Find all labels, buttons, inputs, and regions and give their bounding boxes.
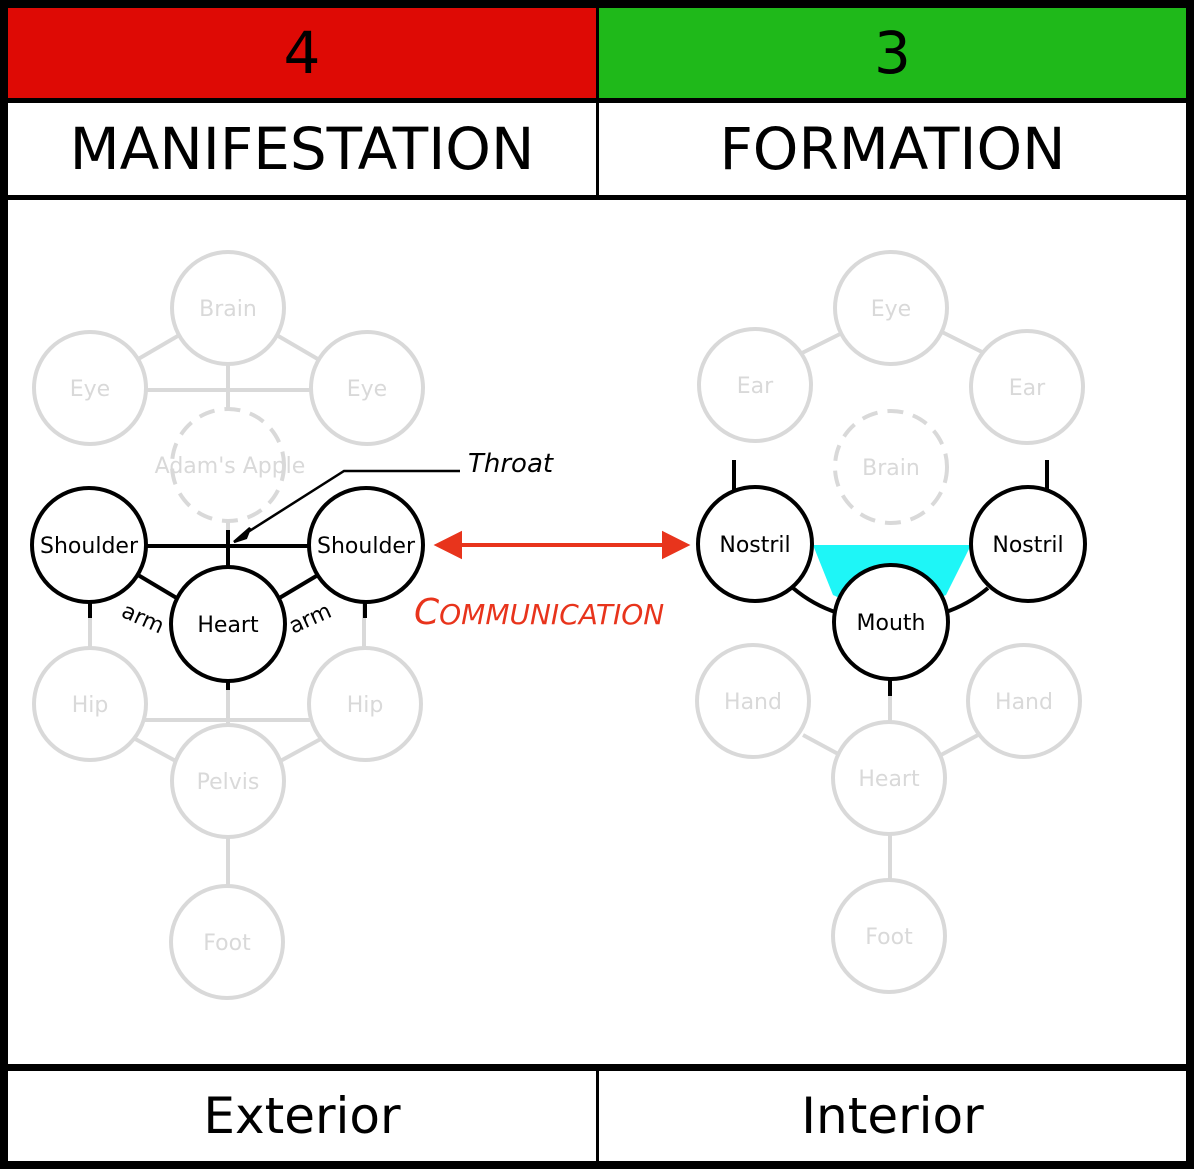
throat-pointer xyxy=(233,469,460,544)
node-hand-left xyxy=(695,643,811,759)
node-pelvis xyxy=(170,723,286,839)
label-foot-left: Foot xyxy=(203,931,251,956)
node-heart-right xyxy=(831,720,947,836)
label-shoulder-left: Shoulder xyxy=(40,534,139,559)
left-footer-label: Exterior xyxy=(8,1071,596,1161)
label-adams-apple: Adam's Apple xyxy=(155,454,306,479)
communication-connector: COMMUNICATION xyxy=(414,530,691,633)
label-heart-left: Heart xyxy=(197,613,259,638)
right-faded-nodes xyxy=(695,250,1085,994)
node-brain-right xyxy=(833,409,949,525)
diagram-canvas: Brain Eye Eye Adam's Apple Hip Hip Pelvi… xyxy=(8,200,1186,1064)
node-adams-apple xyxy=(170,407,286,523)
label-nostril-right: Nostril xyxy=(992,533,1063,558)
label-hand-left: Hand xyxy=(724,690,782,715)
node-nostril-right xyxy=(969,485,1087,603)
right-active-nodes xyxy=(696,485,1087,681)
label-ear-left: Ear xyxy=(737,374,774,399)
label-nostril-left: Nostril xyxy=(719,533,790,558)
left-title-header: MANIFESTATION xyxy=(8,103,596,195)
node-heart-left xyxy=(169,565,287,683)
label-eye-top: Eye xyxy=(871,297,911,322)
node-foot-right xyxy=(831,878,947,994)
node-eye-top xyxy=(833,250,949,366)
right-number-header: 3 xyxy=(599,8,1186,98)
label-arm-left: arm xyxy=(118,599,168,640)
node-foot-left xyxy=(169,884,285,1000)
right-footer-label: Interior xyxy=(599,1071,1186,1161)
node-shoulder-left xyxy=(30,486,148,604)
left-number-header: 4 xyxy=(8,8,596,98)
arrowhead-right xyxy=(662,530,691,560)
label-hip-left: Hip xyxy=(72,693,109,718)
label-eye-right: Eye xyxy=(347,377,387,402)
node-ear-right xyxy=(969,329,1085,445)
node-eye-right xyxy=(309,330,425,446)
left-tree: Brain Eye Eye Adam's Apple Hip Hip Pelvi… xyxy=(30,250,554,1000)
left-active-nodes xyxy=(30,486,425,683)
label-pelvis: Pelvis xyxy=(197,770,260,795)
arrowhead-left xyxy=(433,530,462,560)
label-ear-right: Ear xyxy=(1009,376,1046,401)
label-mouth: Mouth xyxy=(857,611,926,636)
node-ear-left xyxy=(697,327,813,443)
label-brain-right: Brain xyxy=(862,456,920,481)
label-shoulder-right: Shoulder xyxy=(317,534,416,559)
label-arm-right: arm xyxy=(285,599,335,640)
label-throat: Throat xyxy=(468,449,554,479)
node-hip-right xyxy=(307,646,423,762)
label-hip-right: Hip xyxy=(347,693,384,718)
right-title-header: FORMATION xyxy=(599,103,1186,195)
node-eye-left xyxy=(32,330,148,446)
label-heart-right: Heart xyxy=(858,767,920,792)
right-tree: Eye Ear Ear Brain Hand Hand Heart Foot N… xyxy=(695,250,1087,994)
node-hip-left xyxy=(32,646,148,762)
label-eye-left: Eye xyxy=(70,377,110,402)
node-mouth xyxy=(832,563,950,681)
node-hand-right xyxy=(966,643,1082,759)
label-foot-right: Foot xyxy=(865,925,913,950)
left-faded-nodes xyxy=(32,250,425,1000)
node-shoulder-right xyxy=(307,486,425,604)
node-brain-left xyxy=(170,250,286,366)
label-brain-left: Brain xyxy=(199,297,257,322)
communication-label: COMMUNICATION xyxy=(414,592,664,633)
node-nostril-left xyxy=(696,485,814,603)
label-hand-right: Hand xyxy=(995,690,1053,715)
